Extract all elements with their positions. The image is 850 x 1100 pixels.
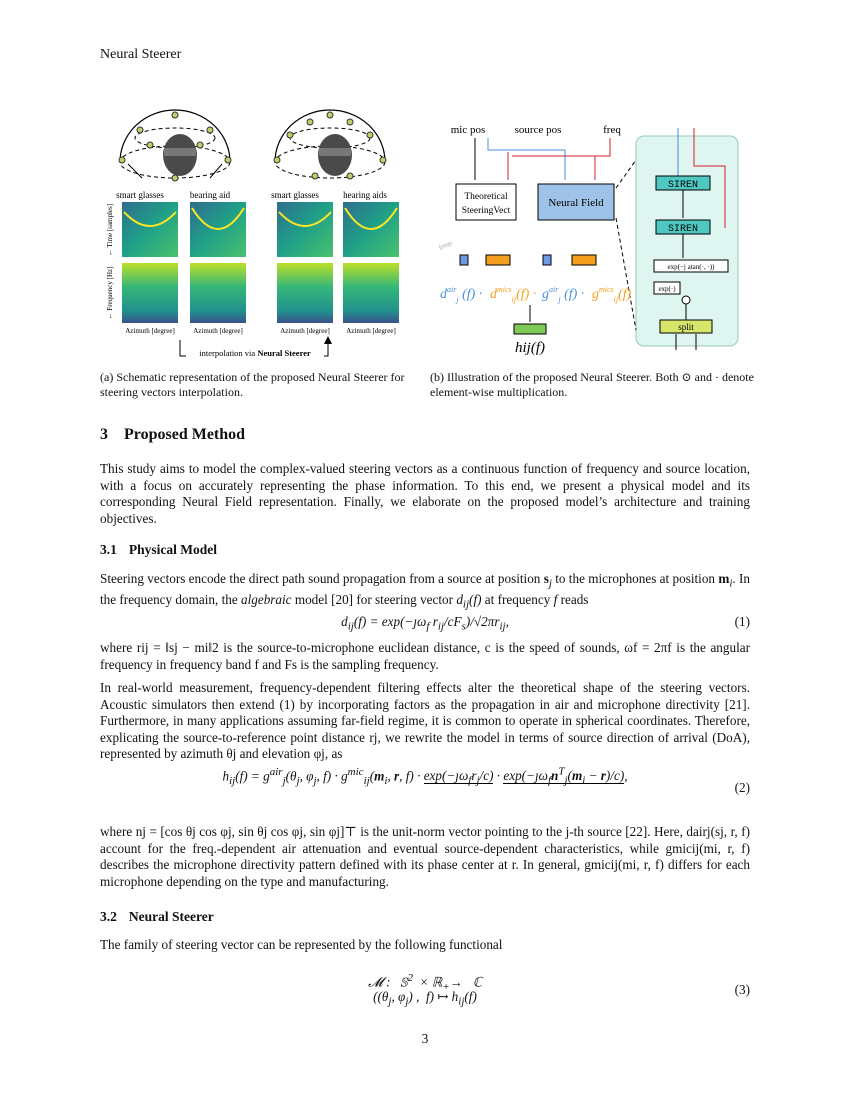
equation-2: hij(f) = gairj(θj, φj, f) · gmicij(mi, r… <box>100 766 750 812</box>
running-head: Neural Steerer <box>100 47 182 62</box>
dome-left <box>118 109 232 182</box>
neural-steerer-paragraph-1: The family of steering vector can be rep… <box>100 937 503 952</box>
panel-label: smart glasses <box>116 190 164 200</box>
physical-model-paragraph-2: where rij = ‖sj − mi‖2 is the source-to-… <box>100 640 750 672</box>
figure-a: smart glasses bearing aid smart glasses … <box>100 100 420 362</box>
siren-1: SIREN <box>668 180 698 191</box>
freq-axis-label: freqs <box>437 239 453 252</box>
dome-right <box>273 109 387 180</box>
equation-1: dij(f) = exp(−ȷωf rij/cFs)/√2πrij, (1) <box>100 614 750 634</box>
equation-2-body: hij(f) = gairj(θj, φj, f) · gmicij(mi, r… <box>222 766 628 788</box>
equation-3: 𝓜 : 𝕊2 × ℝ+→ ℂ ((θj, φj) , f) ↦ hij(f) (… <box>100 972 750 1012</box>
figure-a-graphic: smart glasses bearing aid smart glasses … <box>106 109 399 360</box>
siren-2: SIREN <box>668 224 698 235</box>
exp-op: exp(·) <box>658 285 676 293</box>
theoretical-label: SteeringVect <box>462 206 511 216</box>
xlabel: Azimuth [degree] <box>193 327 243 335</box>
panel-label: hearing aids <box>343 190 387 200</box>
neural-field-label: Neural Field <box>548 197 604 209</box>
vector-product-d-mics: dmicsij(f) · <box>490 285 536 304</box>
vector-product-g-air: gairj (f) · <box>542 285 584 304</box>
panel-label: bearing aid <box>190 190 231 200</box>
equation-3-line-2: ((θj, φj) , f) ↦ hij(f) <box>373 989 477 1008</box>
page-number: 3 <box>421 1031 429 1046</box>
ylabel-time: ← Time [samples] <box>106 204 114 256</box>
time-panels <box>122 202 399 257</box>
split-label: split <box>678 322 694 332</box>
xlabel: Azimuth [degree] <box>280 327 330 335</box>
input-mic-pos: mic pos <box>451 124 486 136</box>
equation-1-number: (1) <box>734 614 750 629</box>
xlabel: Azimuth [degree] <box>125 327 175 335</box>
vector-product-g-mics: gmicsij(f) <box>592 285 632 304</box>
output-h: hij(f) <box>515 340 545 356</box>
figure-b-caption: (b) Illustration of the proposed Neural … <box>430 370 754 399</box>
figure-a-caption: (a) Schematic representation of the prop… <box>100 370 405 399</box>
physical-model-paragraph-1: Steering vectors encode the direct path … <box>100 571 750 611</box>
input-freq: freq <box>603 124 621 136</box>
intro-paragraph: This study aims to model the complex-val… <box>100 461 750 526</box>
atan-op: exp(−j atan(·, ·)) <box>668 263 716 271</box>
figure-b-graphic: mic pos source pos freq Theoretical Stee… <box>437 124 739 356</box>
ylabel-freq: ← Frequency [Hz] <box>106 267 114 320</box>
panel-label: smart glasses <box>271 190 319 200</box>
equation-1-body: dij(f) = exp(−ȷωf rij/cFs)/√2πrij, <box>341 614 509 633</box>
equation-3-number: (3) <box>734 982 750 997</box>
theoretical-label: Theoretical <box>464 192 508 202</box>
physical-model-paragraph-3: In real-world measurement, frequency-dep… <box>100 680 750 761</box>
interp-label: interpolation via Neural Steerer <box>199 348 311 358</box>
xlabel: Azimuth [degree] <box>346 327 396 335</box>
equation-3-line-1: 𝓜 : 𝕊2 × ℝ+→ ℂ <box>368 972 482 994</box>
freq-panels <box>122 263 399 323</box>
figure-b: mic pos source pos freq Theoretical Stee… <box>430 100 750 362</box>
physical-model-paragraph-4: where nj = [cos θj cos φj, sin θj cos φj… <box>100 824 750 889</box>
vector-product-d-air: dairj (f) · <box>440 285 482 304</box>
input-source-pos: source pos <box>515 124 562 136</box>
equation-2-number: (2) <box>734 780 750 795</box>
